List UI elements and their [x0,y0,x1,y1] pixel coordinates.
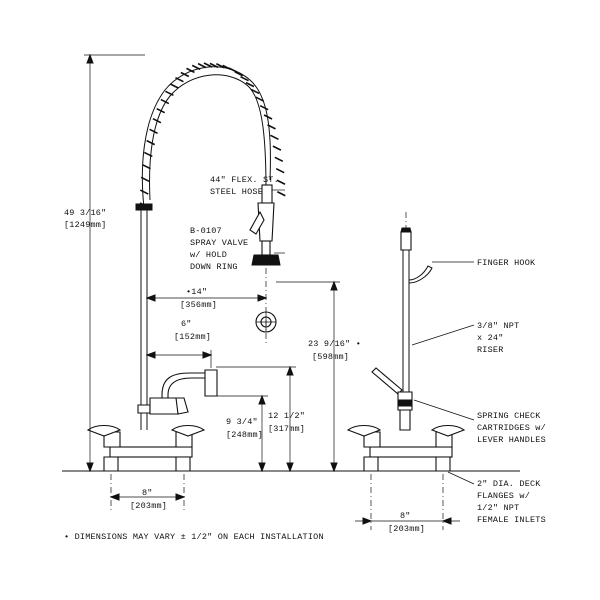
label-valve-1: B-0107 [190,226,222,236]
spring-coil-turn [255,96,265,102]
dim-reach-mm: [356mm] [180,300,217,310]
spring-coil-turn [139,202,149,208]
dim-faucet-height-mm: [317mm] [268,424,305,434]
label-hose-2: STEEL HOSE [210,187,263,197]
dim-spout-mm: [152mm] [174,332,211,342]
dim-reach-in: •14" [186,287,207,297]
spring-coil-turn [274,156,284,163]
spring-coil-turn [267,124,276,130]
spring-coil [135,62,286,211]
front-view [86,62,286,512]
dim-spout-in: 6" [181,319,192,329]
spring-coil-turn [142,163,151,170]
label-riser-1: 3/8" NPT [477,321,519,331]
spring-coil-turn [263,114,273,120]
spring-coil-turn [203,62,213,68]
spring-coil-turn [149,128,158,135]
dim-spout-height-in: 9 3/4" [226,417,258,427]
label-flange-1: 2" DIA. DECK [477,479,541,489]
label-riser-2: x 24" [477,333,504,343]
dim-height-mm: [1249mm] [64,220,106,230]
dim-faucet-height-in: 12 1/2" [268,411,305,421]
spring-coil-turn [272,145,282,151]
dimension-note: • DIMENSIONS MAY VARY ± 1/2" ON EACH INS… [64,532,324,542]
dim-ring-height-in: 23 9/16" • [308,339,361,349]
spring-coil-turn [139,189,149,195]
spring-coil-turn [146,139,156,146]
spring-coil-turn [250,88,260,95]
spring-coil-turn [276,179,286,185]
spring-coil-turn [160,98,170,105]
spring-coil-turn [140,176,150,183]
spring-coil-turn [276,191,286,197]
dim-height-in: 49 3/16" [64,208,106,218]
spring-coil-turn [169,83,179,89]
spray-valve [249,202,281,266]
label-cartridge-3: LEVER HANDLES [477,435,546,445]
spring-coil-turn [209,62,219,69]
dim-centers-side-in: 8" [400,511,411,521]
side-view [346,212,466,530]
dimension-lines [84,53,475,525]
spring-coil-turn [197,62,207,69]
dim-spout-height-mm: [248mm] [226,430,263,440]
spring-coil-turn [245,81,255,88]
spring-coil-turn [215,63,225,69]
label-valve-2: SPRAY VALVE [190,238,248,248]
spring-coil-turn [270,134,279,140]
label-hose-1: 44" FLEX. ST. [210,175,279,185]
spring-coil-turn [175,76,184,83]
label-flange-2: FLANGES w/ [477,491,530,501]
spring-coil-turn [165,90,174,97]
dim-centers-front-in: 8" [142,488,153,498]
spring-coil-turn [259,105,269,111]
dim-centers-side-mm: [203mm] [388,524,425,534]
label-cartridge-2: CARTRIDGES w/ [477,423,546,433]
label-riser-3: RISER [477,345,504,355]
spring-coil-turn [234,71,244,77]
label-flange-3: 1/2" NPT [477,503,519,513]
label-valve-3: w/ HOLD [190,250,227,260]
label-valve-4: DOWN RING [190,262,238,272]
spring-coil-turn [180,71,190,78]
spring-coil-turn [186,67,195,74]
spring-coil-turn [275,167,285,174]
label-flange-4: FEMALE INLETS [477,515,546,525]
callout-labels: 44" FLEX. ST. STEEL HOSE B-0107 SPRAY VA… [64,175,546,542]
spring-coil-turn [240,75,249,82]
dim-ring-height-mm: [598mm] [312,352,349,362]
dim-centers-front-mm: [203mm] [130,501,167,511]
label-finger-hook: FINGER HOOK [477,258,536,268]
spring-coil-turn [191,64,201,71]
label-cartridge-1: SPRING CHECK [477,411,541,421]
